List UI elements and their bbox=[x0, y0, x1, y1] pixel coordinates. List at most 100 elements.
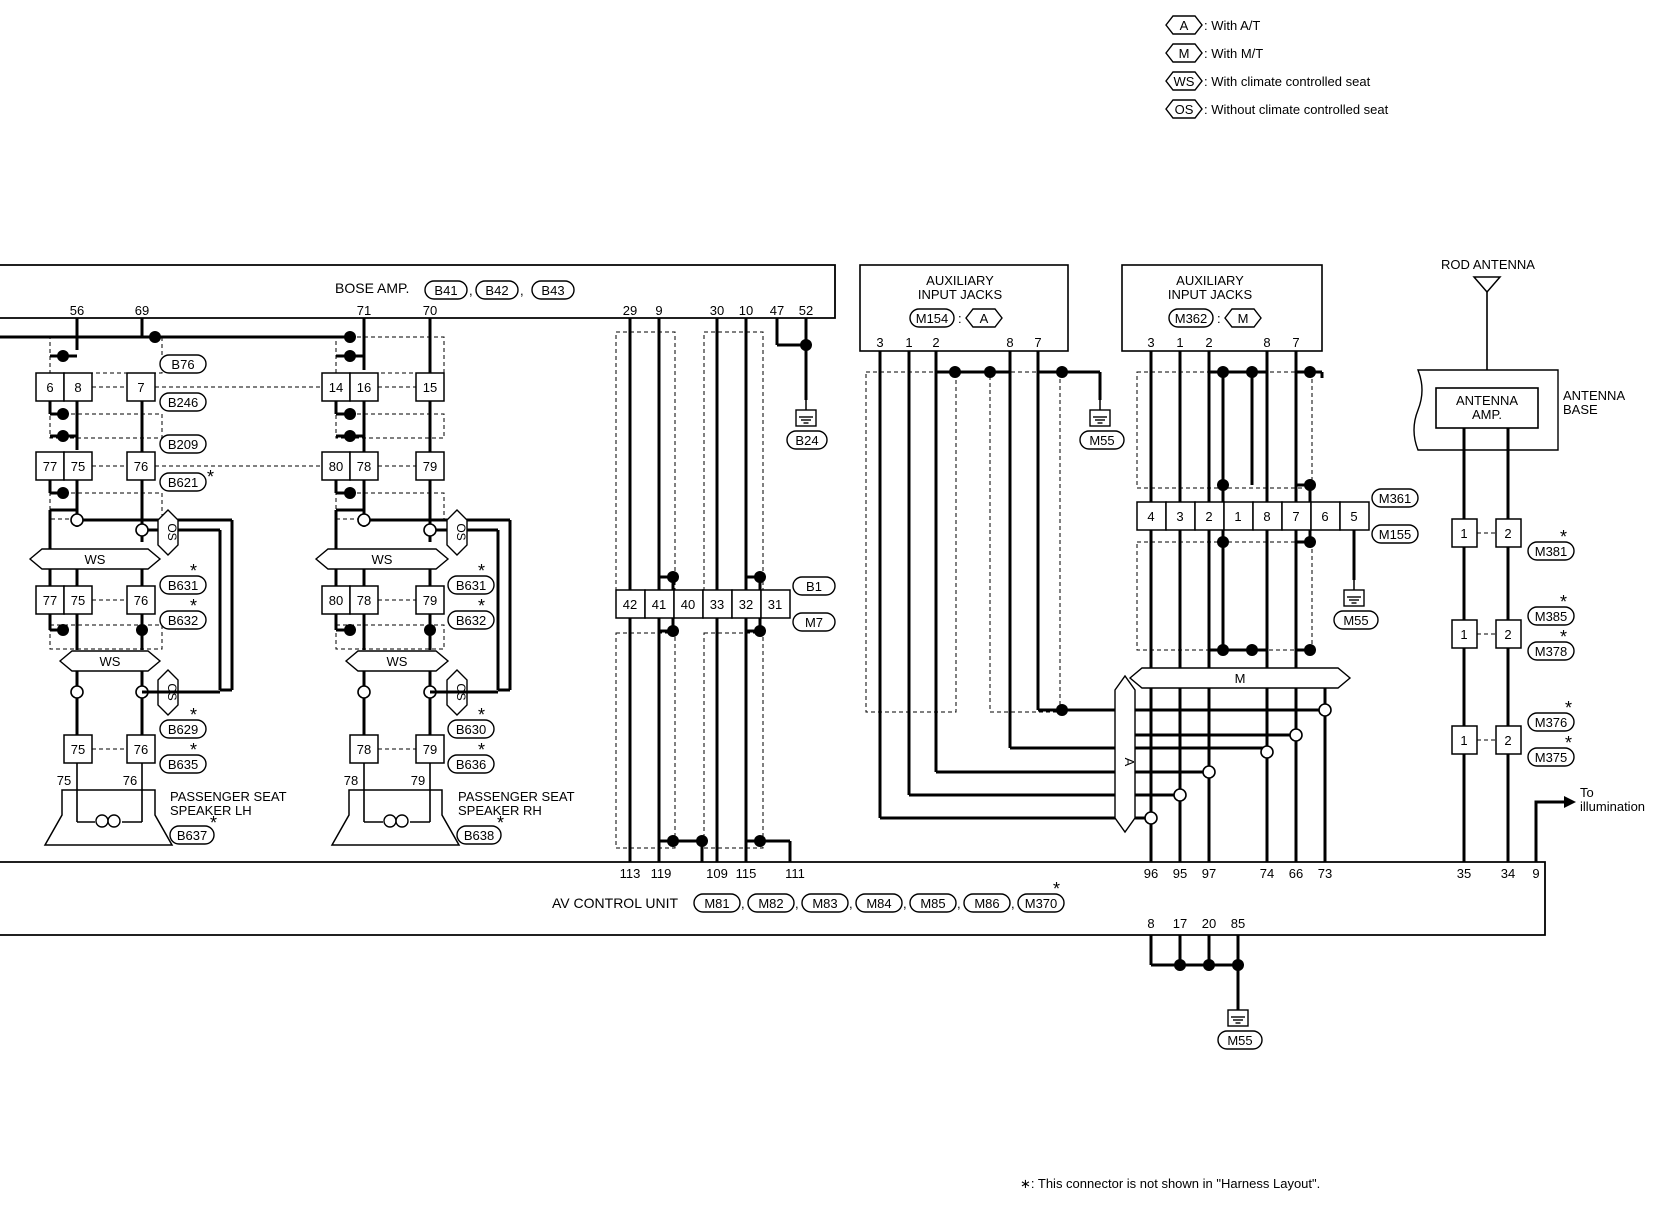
av-pin-74: 74 bbox=[1260, 866, 1274, 881]
connector-b42: B42 bbox=[485, 283, 508, 298]
lh-c3-pin-77: 77 bbox=[43, 593, 57, 608]
av-pin-95: 95 bbox=[1173, 866, 1187, 881]
rh-c2-pin-78: 78 bbox=[357, 459, 371, 474]
rh-connector-b631-b632: 80 78 79 B631 * B632 * bbox=[321, 561, 495, 630]
aux-m-title-2: INPUT JACKS bbox=[1168, 287, 1253, 302]
lh-c4-pin-75: 75 bbox=[71, 742, 85, 757]
rh-c2-pin-79: 79 bbox=[423, 459, 437, 474]
bose-pin-30: 30 bbox=[710, 303, 724, 318]
rh-c3-pin-80: 80 bbox=[329, 593, 343, 608]
lh-c3-pin-75: 75 bbox=[71, 593, 85, 608]
speaker-rh-label-1: PASSENGER SEAT bbox=[458, 789, 575, 804]
lh-ws-label-lower: WS bbox=[100, 654, 121, 669]
svg-text:*: * bbox=[478, 705, 485, 725]
aux-input-jacks-at: AUXILIARY INPUT JACKS M154 : A 3 1 2 8 7… bbox=[859, 264, 1125, 820]
legend-item-mt: M : With M/T bbox=[1165, 43, 1263, 63]
connector-m362: M362 bbox=[1175, 311, 1208, 326]
middle-joint-connector: 42 41 40 33 32 31 B1 M7 bbox=[615, 576, 836, 632]
av-gnd-pin-85: 85 bbox=[1231, 916, 1245, 931]
antenna-connector-2: 1 2 M385 * M378 * bbox=[1451, 592, 1575, 661]
mid-pin-31: 31 bbox=[768, 597, 782, 612]
lh-pin-7: 7 bbox=[137, 380, 144, 395]
antenna-base-label-2: BASE bbox=[1563, 402, 1598, 417]
lh-os-upper: OS bbox=[157, 509, 179, 556]
ant1-pin-2: 2 bbox=[1504, 526, 1511, 541]
connector-m375: M375 bbox=[1535, 750, 1568, 765]
connector-b43: B43 bbox=[541, 283, 564, 298]
av-pin-115: 115 bbox=[736, 866, 757, 881]
connector-m370: M370 bbox=[1025, 896, 1058, 911]
svg-text:,: , bbox=[957, 896, 961, 911]
rh-connector-b631: B631 bbox=[456, 578, 486, 593]
lh-c2-pin-75: 75 bbox=[71, 459, 85, 474]
bose-pin-56: 56 bbox=[70, 303, 84, 318]
aux-m-code: M bbox=[1238, 311, 1249, 326]
svg-text:*: * bbox=[1560, 592, 1567, 612]
lh-ws-label-upper: WS bbox=[85, 552, 106, 567]
svg-text:,: , bbox=[849, 896, 853, 911]
aux-a-title-1: AUXILIARY bbox=[926, 273, 994, 288]
illumination-label-1: To bbox=[1580, 785, 1594, 800]
bose-pin-69: 69 bbox=[135, 303, 149, 318]
aux-a-pin-2: 2 bbox=[932, 335, 939, 350]
rh-connector-1: 14 16 15 bbox=[321, 372, 445, 402]
speaker-lh-label-1: PASSENGER SEAT bbox=[170, 789, 287, 804]
av-control-unit: 113 119 109 115 111 96 95 97 74 66 73 35… bbox=[0, 861, 1546, 936]
antenna-base-label-1: ANTENNA bbox=[1563, 388, 1625, 403]
bose-pin-10: 10 bbox=[739, 303, 753, 318]
svg-text:*: * bbox=[1565, 733, 1572, 753]
lh-connector-b76-b246: 6 8 7 B76 B246 bbox=[35, 354, 325, 412]
connector-b76: B76 bbox=[171, 357, 194, 372]
aux-input-jacks-mt: AUXILIARY INPUT JACKS M362 : M 3 1 2 8 7 bbox=[1114, 264, 1419, 862]
antenna-connector-3: 1 2 M376 * M375 * bbox=[1451, 698, 1575, 767]
joint-pin-4: 4 bbox=[1147, 509, 1154, 524]
aux-m-pin-3: 3 bbox=[1147, 335, 1154, 350]
mid-pin-41: 41 bbox=[652, 597, 666, 612]
svg-text:,: , bbox=[469, 283, 473, 298]
rh-spk-pin-78: 78 bbox=[344, 773, 358, 788]
lh-c3-pin-76: 76 bbox=[134, 593, 148, 608]
ant1-pin-1: 1 bbox=[1460, 526, 1467, 541]
lh-ws-upper: WS bbox=[28, 548, 162, 570]
ant2-pin-1: 1 bbox=[1460, 627, 1467, 642]
legend: A : With A/T M : With M/T WS : With clim… bbox=[1165, 15, 1389, 119]
rh-c4-pin-79: 79 bbox=[423, 742, 437, 757]
connector-m381: M381 bbox=[1535, 544, 1568, 559]
lh-connector-b629-b635: 75 76 B629 * B635 * bbox=[63, 705, 207, 774]
rod-antenna-icon bbox=[1472, 276, 1502, 294]
aux-m-pin-7: 7 bbox=[1292, 335, 1299, 350]
connector-b41: B41 bbox=[434, 283, 457, 298]
footnote: ∗: This connector is not shown in "Harne… bbox=[1020, 1176, 1320, 1191]
connector-b209: B209 bbox=[168, 437, 198, 452]
legend-code-ws: WS bbox=[1174, 74, 1195, 89]
connector-b246: B246 bbox=[168, 395, 198, 410]
svg-text:,: , bbox=[795, 896, 799, 911]
svg-text:*: * bbox=[1560, 527, 1567, 547]
svg-text::: : bbox=[958, 311, 962, 326]
connector-m86: M86 bbox=[974, 896, 999, 911]
rh-connector-2: 80 78 79 bbox=[321, 451, 445, 481]
joint-pin-6: 6 bbox=[1321, 509, 1328, 524]
bose-pin-9: 9 bbox=[655, 303, 662, 318]
aux-a-pin-3: 3 bbox=[876, 335, 883, 350]
rh-c2-pin-80: 80 bbox=[329, 459, 343, 474]
av-control-unit-label: AV CONTROL UNIT bbox=[552, 895, 678, 911]
connector-b636: B636 bbox=[456, 757, 486, 772]
rod-antenna-label: ROD ANTENNA bbox=[1441, 257, 1535, 272]
connector-b637: B637 bbox=[177, 828, 207, 843]
connector-b621: B621 bbox=[168, 475, 198, 490]
aux-a-title-2: INPUT JACKS bbox=[918, 287, 1003, 302]
lh-connector-b632: B632 bbox=[168, 613, 198, 628]
joint-pin-2: 2 bbox=[1205, 509, 1212, 524]
rh-ws-upper: WS bbox=[314, 548, 450, 570]
av-unit-ground: M55 bbox=[1149, 935, 1263, 1050]
lh-os-label-upper: OS bbox=[165, 523, 179, 540]
legend-code-a: A bbox=[1180, 18, 1189, 33]
svg-text:*: * bbox=[207, 467, 214, 487]
lh-connector-b631: B631 bbox=[168, 578, 198, 593]
svg-text:,: , bbox=[1011, 896, 1015, 911]
av-pin-111: 111 bbox=[785, 866, 805, 881]
rh-os-label-upper: OS bbox=[454, 523, 468, 540]
speaker-lh-circuit: 6 8 7 B76 B246 77 75 76 B2 bbox=[0, 318, 356, 846]
